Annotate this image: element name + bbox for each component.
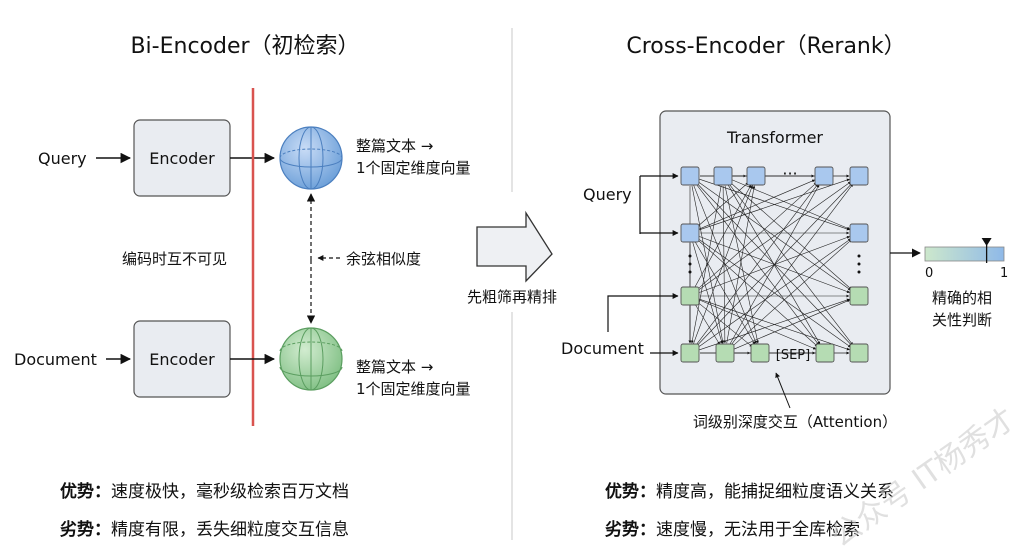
attention-line-49	[730, 183, 854, 346]
attention-note: 词级别深度交互（Attention）	[693, 413, 897, 431]
query-token-left-2	[680, 223, 700, 243]
query-token-top-4	[814, 166, 834, 186]
cross-pros-label: 优势：	[605, 481, 656, 502]
query-token-top-1	[680, 166, 700, 186]
document-to-token-arrow-1	[607, 293, 679, 332]
attention-line-13	[730, 182, 852, 290]
attention-line-29	[694, 184, 752, 288]
token-grid	[680, 166, 869, 363]
cross-encoder-title: Cross-Encoder（Rerank）	[626, 34, 905, 59]
cross-pros-text: 精度高，能捕捉细粒度语义关系	[656, 482, 894, 502]
query-token-top-3	[746, 166, 766, 186]
bi-query-encoder-label: Encoder	[149, 149, 215, 168]
sep-token-label: [SEP]	[776, 348, 810, 363]
bi-pros: 优势：速度极快，毫秒级检索百万文档	[60, 481, 349, 502]
attention-line-48	[729, 184, 820, 345]
doc-token-bottom-2	[715, 343, 735, 363]
query-token-top-5	[849, 166, 869, 186]
bi-document-vector-desc-2: 1个固定维度向量	[356, 380, 471, 398]
document-vector-sphere-icon	[279, 327, 343, 391]
query-token-right-2	[849, 223, 869, 243]
attention-line-17	[690, 185, 722, 344]
gauge-max-label: 1	[1000, 266, 1008, 281]
bi-document-encoder-label: Encoder	[149, 350, 215, 369]
cross-cons: 劣势：速度慢，无法用于全库检索	[605, 519, 860, 540]
cross-cons-text: 速度慢，无法用于全库检索	[656, 519, 860, 540]
bi-document-label: Document	[14, 350, 97, 369]
attention-line-51	[734, 299, 851, 350]
attention-line-47	[726, 185, 756, 344]
attention-line-42	[697, 238, 852, 348]
bi-encoder-title: Bi-Encoder（初检索）	[130, 34, 359, 59]
output-desc-2: 关性判断	[932, 311, 992, 329]
attention-line-35	[699, 299, 817, 350]
similarity-note: 余弦相似度	[346, 250, 421, 268]
attention-lines	[688, 174, 854, 355]
attention-line-30	[697, 182, 817, 290]
cross-document-label: Document	[561, 339, 644, 358]
bi-document-vector-desc-1: 整篇文本 →	[356, 358, 433, 376]
token-ellipsis-left	[688, 254, 692, 274]
query-token-top-2	[713, 166, 733, 186]
attention-line-43	[699, 298, 850, 351]
bi-query-label: Query	[38, 149, 87, 168]
token-ellipsis-horizontal: ···	[782, 164, 797, 183]
bi-cons-label: 劣势：	[60, 519, 111, 540]
attention-line-50	[732, 239, 852, 347]
bi-cons: 劣势：精度有限，丢失细粒度交互信息	[60, 519, 349, 540]
attention-line-31	[697, 181, 852, 291]
token-ellipsis-right	[857, 254, 861, 274]
doc-token-bottom-4	[815, 343, 835, 363]
attention-line-21	[699, 178, 850, 231]
attention-line-38	[694, 304, 721, 345]
transition-block-arrow-icon	[476, 210, 553, 283]
gauge-min-label: 0	[925, 266, 933, 281]
gauge-marker-triangle-icon	[981, 238, 992, 246]
doc-token-bottom-1	[680, 343, 700, 363]
attention-line-20	[699, 179, 816, 230]
doc-token-bottom-5	[849, 343, 869, 363]
query-vector-sphere-icon	[279, 126, 343, 190]
attention-line-24	[694, 241, 756, 345]
bi-query-vector-desc-1: 整篇文本 →	[356, 137, 433, 155]
attention-line-19	[697, 182, 749, 227]
doc-token-right-1	[849, 286, 869, 306]
attention-line-28	[692, 242, 723, 344]
attention-line-39	[693, 185, 753, 344]
output-desc-1: 精确的相	[932, 289, 992, 307]
doc-token-bottom-3	[750, 343, 770, 363]
cross-query-label: Query	[583, 185, 632, 204]
gauge-bar	[924, 246, 1005, 262]
invisible-note: 编码时互不可见	[122, 250, 227, 268]
relevance-gauge	[924, 238, 1005, 263]
doc-token-left-1	[680, 286, 700, 306]
attention-line-40	[695, 183, 819, 346]
cross-cons-label: 劣势：	[605, 519, 656, 540]
attention-line-25	[697, 239, 818, 347]
cross-pros: 优势：精度高，能捕捉细粒度语义关系	[605, 481, 894, 502]
bi-pros-label: 优势：	[60, 481, 111, 502]
transition-label: 先粗筛再精排	[467, 288, 557, 306]
attention-pointer	[775, 372, 791, 409]
bi-cons-text: 精度有限，丢失细粒度交互信息	[111, 520, 349, 540]
attention-line-34	[697, 302, 753, 347]
bi-pros-text: 速度极快，毫秒级检索百万文档	[111, 482, 349, 502]
transformer-label: Transformer	[726, 128, 823, 147]
bi-query-vector-desc-2: 1个固定维度向量	[356, 159, 471, 177]
